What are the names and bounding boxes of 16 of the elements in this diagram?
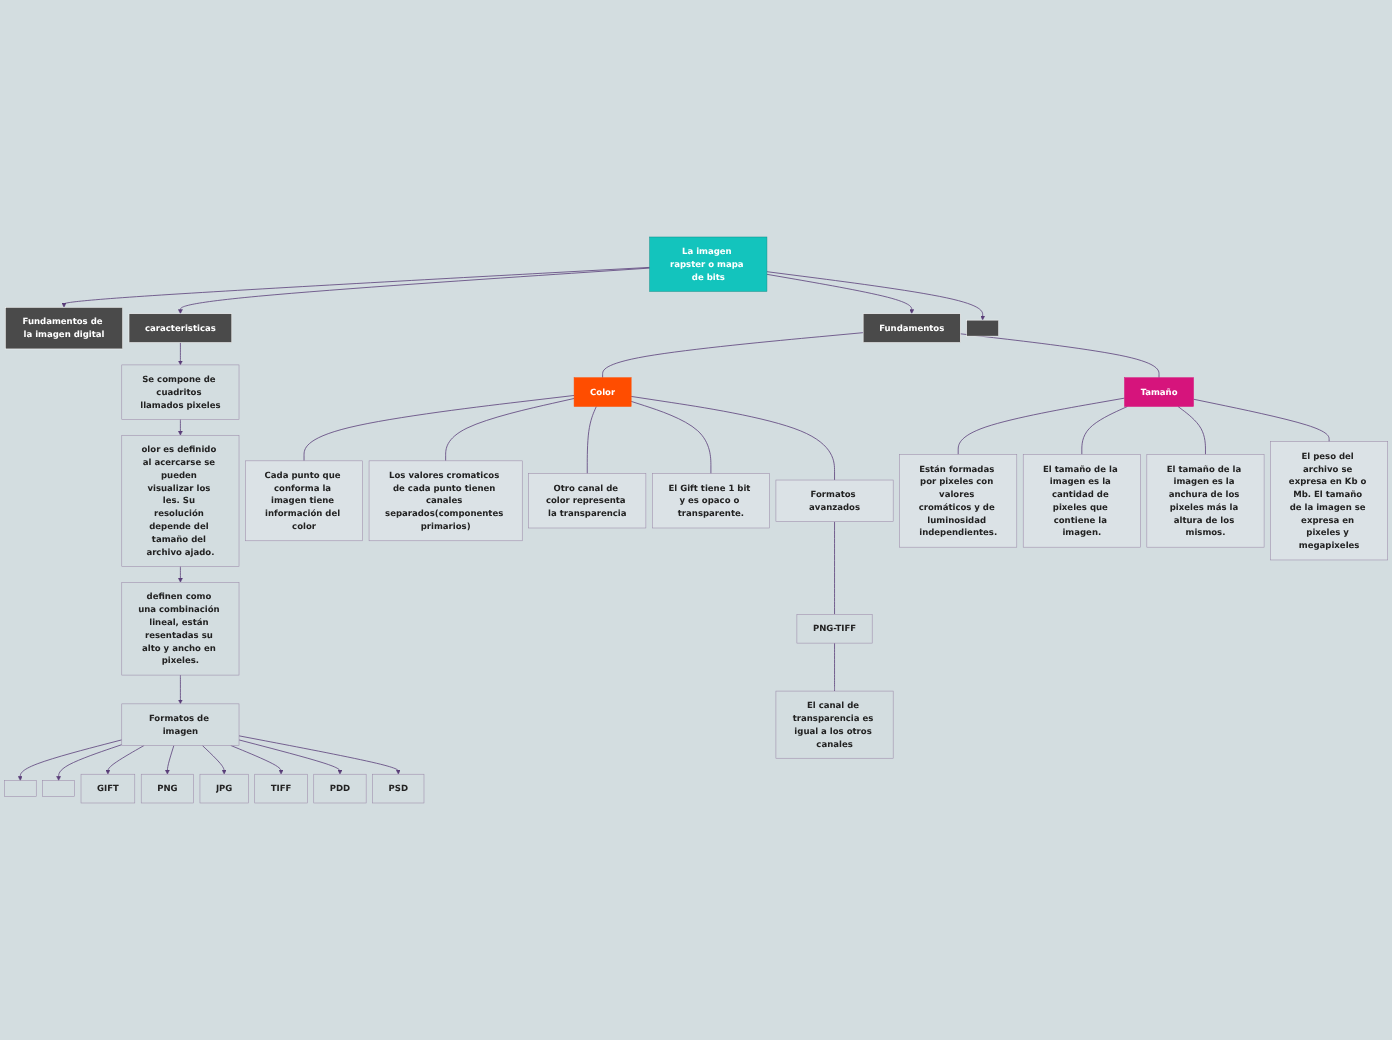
connector bbox=[959, 333, 1160, 379]
connector bbox=[1177, 406, 1206, 455]
connector bbox=[586, 406, 597, 475]
connector bbox=[834, 642, 835, 692]
connector bbox=[630, 396, 835, 481]
connector bbox=[957, 397, 1125, 455]
node-box bbox=[42, 780, 75, 797]
connector bbox=[630, 400, 712, 475]
connector bbox=[1081, 406, 1128, 455]
node-box bbox=[966, 319, 999, 337]
connector bbox=[834, 521, 835, 615]
node-box bbox=[4, 780, 37, 797]
connector bbox=[303, 395, 575, 462]
connector bbox=[1193, 398, 1330, 443]
connector bbox=[602, 332, 864, 379]
connector bbox=[445, 398, 575, 462]
